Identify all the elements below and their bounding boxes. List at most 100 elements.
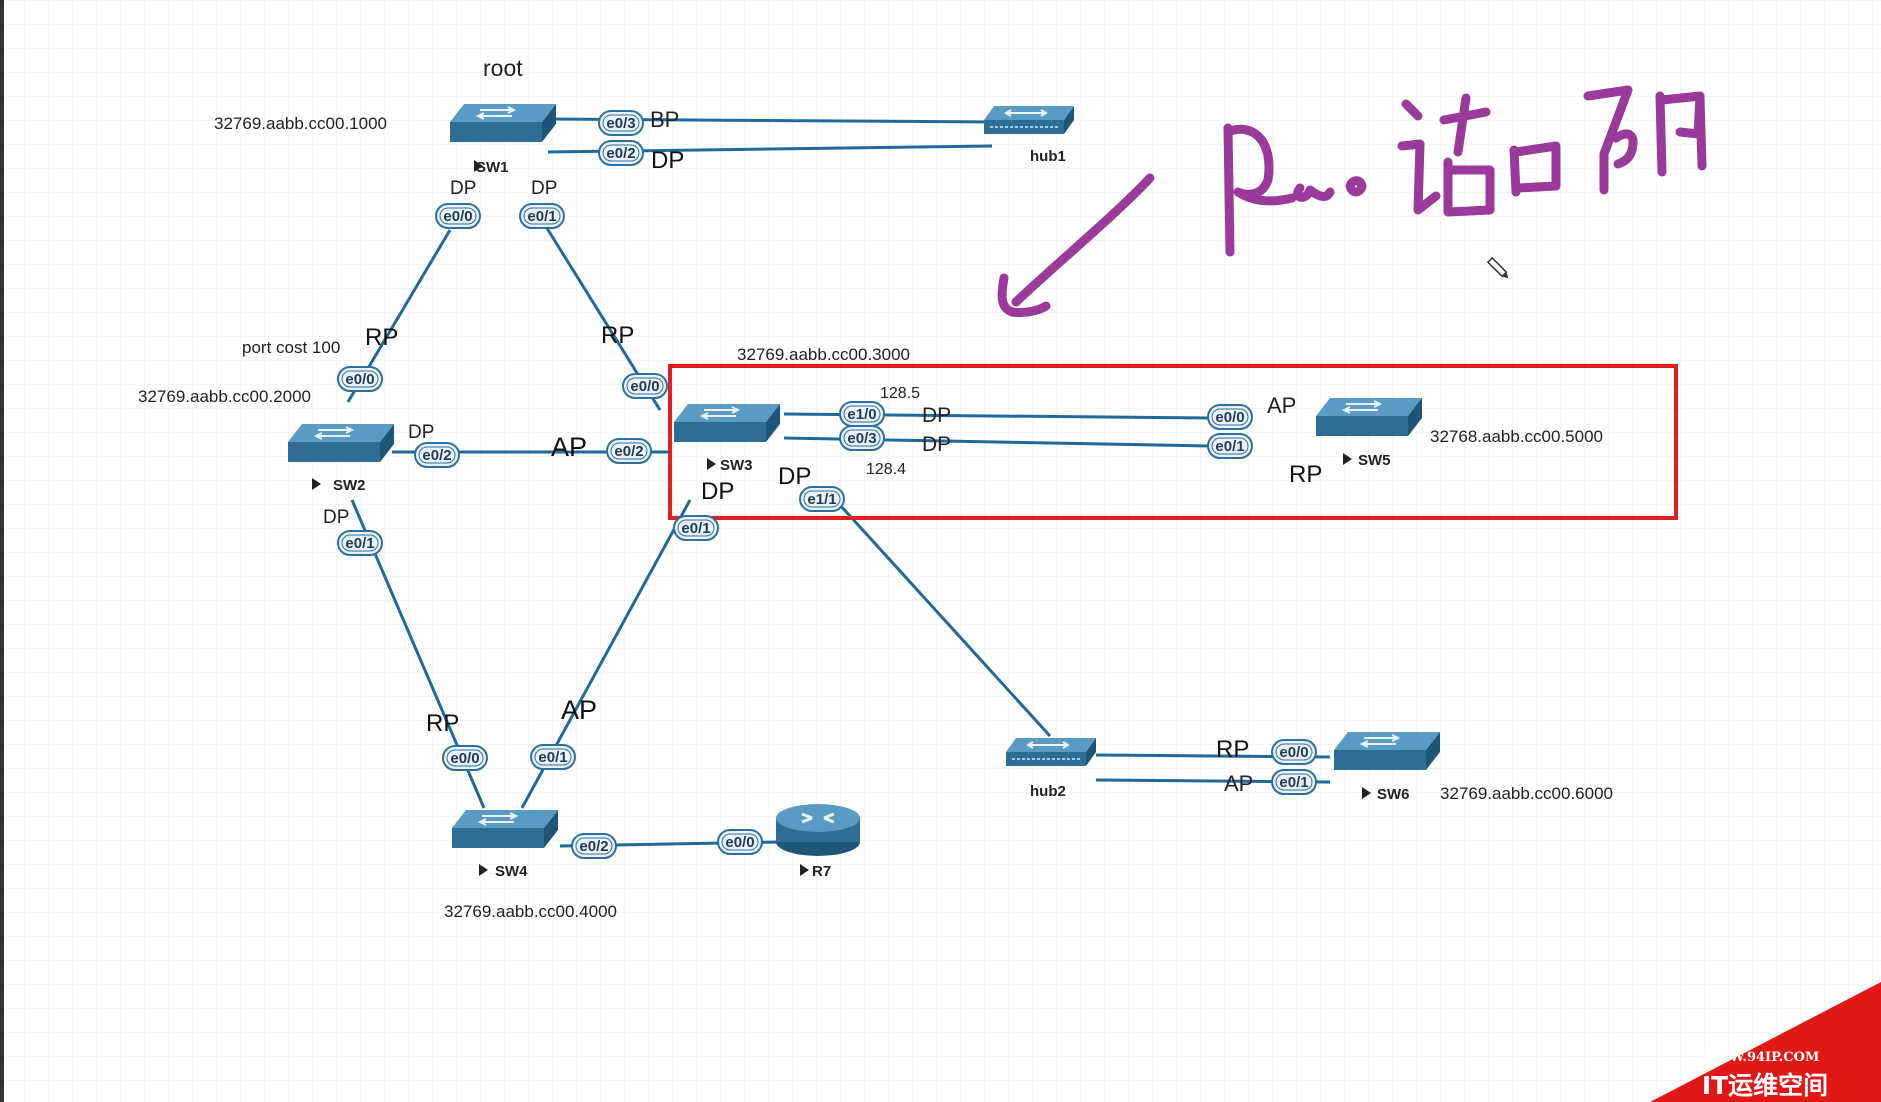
- switch-icon[interactable]: [673, 403, 781, 443]
- annotation-stroke: [1293, 183, 1335, 202]
- port-pill[interactable]: e0/3: [598, 110, 644, 136]
- play-icon: [800, 864, 809, 876]
- play-icon: [474, 160, 483, 172]
- port-pill[interactable]: e0/1: [1207, 433, 1253, 459]
- role-label: AP: [1224, 771, 1253, 796]
- port-pill[interactable]: e0/1: [673, 515, 719, 541]
- role-label: DP: [778, 463, 811, 490]
- role-label: AP: [551, 432, 587, 462]
- bridge-id-sw2: 32769.aabb.cc00.2000: [138, 387, 311, 406]
- role-label: RP: [365, 324, 398, 351]
- handwritten-annotation: [997, 85, 1707, 317]
- annotation-stroke: [1223, 124, 1297, 206]
- switch-icon[interactable]: [287, 423, 395, 463]
- port-pill[interactable]: e0/2: [571, 833, 617, 859]
- role-label: DP: [701, 478, 734, 505]
- port-label: e0/1: [538, 749, 567, 766]
- port-pill[interactable]: e0/1: [337, 530, 383, 556]
- annotation-stroke: [1583, 85, 1638, 195]
- role-label: DP: [408, 422, 434, 443]
- switch-icon[interactable]: [451, 809, 559, 849]
- port-label: e1/1: [807, 491, 836, 508]
- port-label: e0/3: [847, 430, 876, 447]
- annotation-arrow-shaft: [1011, 173, 1155, 307]
- port-pill[interactable]: e0/0: [337, 366, 383, 392]
- port-label: e0/2: [579, 838, 608, 855]
- annotation-stroke: [1695, 93, 1707, 171]
- hub-icon[interactable]: [983, 105, 1075, 135]
- port-label: e0/1: [1279, 774, 1308, 791]
- role-label: RP: [1216, 736, 1249, 763]
- port-pill[interactable]: e0/0: [442, 745, 488, 771]
- port-label: e0/2: [422, 447, 451, 464]
- annotation-stroke: [1223, 123, 1235, 257]
- port-pill[interactable]: e0/2: [414, 442, 460, 468]
- watermark: WWW.94IP.COM IT运维空间: [1650, 982, 1881, 1102]
- role-label: DP: [922, 404, 951, 427]
- role-label: DP: [531, 178, 557, 199]
- port-label: e0/1: [1215, 438, 1244, 455]
- root-label: root: [483, 55, 523, 81]
- port-pill[interactable]: e0/0: [717, 829, 763, 855]
- port-pill[interactable]: e0/2: [606, 438, 652, 464]
- play-icon: [1362, 787, 1371, 799]
- watermark-corner-shape: [1650, 982, 1881, 1102]
- device-name-sw1: SW1: [476, 159, 509, 176]
- device-name-hub2: hub2: [1030, 783, 1066, 800]
- device-name-sw3: SW3: [720, 457, 753, 474]
- port-label: e0/1: [345, 535, 374, 552]
- switch-icon[interactable]: [449, 103, 557, 143]
- port-pill[interactable]: e0/0: [1207, 404, 1253, 430]
- port-label: e0/0: [1279, 744, 1308, 761]
- annotation-stroke: [1397, 99, 1441, 215]
- port-label: e1/0: [847, 406, 876, 423]
- switch-icon[interactable]: [1315, 397, 1423, 437]
- port-label: e0/0: [450, 750, 479, 767]
- annotation-stroke: [1509, 141, 1561, 197]
- port-priority-label: 128.5: [880, 385, 920, 402]
- port-pill[interactable]: e0/3: [839, 425, 885, 451]
- port-pill[interactable]: e0/1: [1271, 769, 1317, 795]
- bridge-id-sw1: 32769.aabb.cc00.1000: [214, 114, 387, 133]
- port-label: e0/2: [606, 145, 635, 162]
- play-icon: [479, 864, 488, 876]
- port-pill[interactable]: e0/1: [530, 744, 576, 770]
- port-label: e0/1: [681, 520, 710, 537]
- port-pill[interactable]: e0/0: [622, 373, 668, 399]
- device-name-r7: R7: [812, 863, 831, 880]
- play-icon: [707, 458, 716, 470]
- port-label: e0/0: [725, 834, 754, 851]
- left-window-edge: [0, 0, 4, 1102]
- role-label: DP: [651, 147, 684, 174]
- switch-icon[interactable]: [1333, 731, 1441, 771]
- annotation-arrow-head: [997, 273, 1051, 317]
- highlight-box: [668, 364, 1678, 520]
- port-pill[interactable]: e1/0: [839, 401, 885, 427]
- role-label: RP: [601, 322, 634, 349]
- port-pill[interactable]: e1/1: [799, 486, 845, 512]
- link-sw3-hub2: [838, 503, 1052, 738]
- device-name-sw5: SW5: [1358, 452, 1391, 469]
- device-name-sw2: SW2: [333, 477, 366, 494]
- port-cost-label: port cost 100: [242, 338, 340, 357]
- role-label: DP: [922, 433, 951, 456]
- port-label: e0/0: [345, 371, 374, 388]
- port-pill[interactable]: e0/2: [598, 140, 644, 166]
- port-label: e0/3: [606, 115, 635, 132]
- annotation-stroke: [1439, 93, 1495, 217]
- router-icon[interactable]: [776, 804, 860, 856]
- port-pill[interactable]: e0/0: [1271, 739, 1317, 765]
- role-label: RP: [426, 710, 459, 737]
- hub-icon[interactable]: [1005, 737, 1097, 767]
- port-label: e0/0: [1215, 409, 1244, 426]
- role-label: BP: [650, 107, 679, 132]
- port-pill[interactable]: e0/0: [435, 203, 481, 229]
- port-pill[interactable]: e0/1: [519, 203, 565, 229]
- port-label: e0/1: [527, 208, 556, 225]
- bridge-id-sw5: 32768.aabb.cc00.5000: [1430, 427, 1603, 446]
- watermark-url: WWW.94IP.COM: [1700, 1050, 1820, 1065]
- device-name-sw4: SW4: [495, 863, 528, 880]
- role-label: DP: [323, 507, 349, 528]
